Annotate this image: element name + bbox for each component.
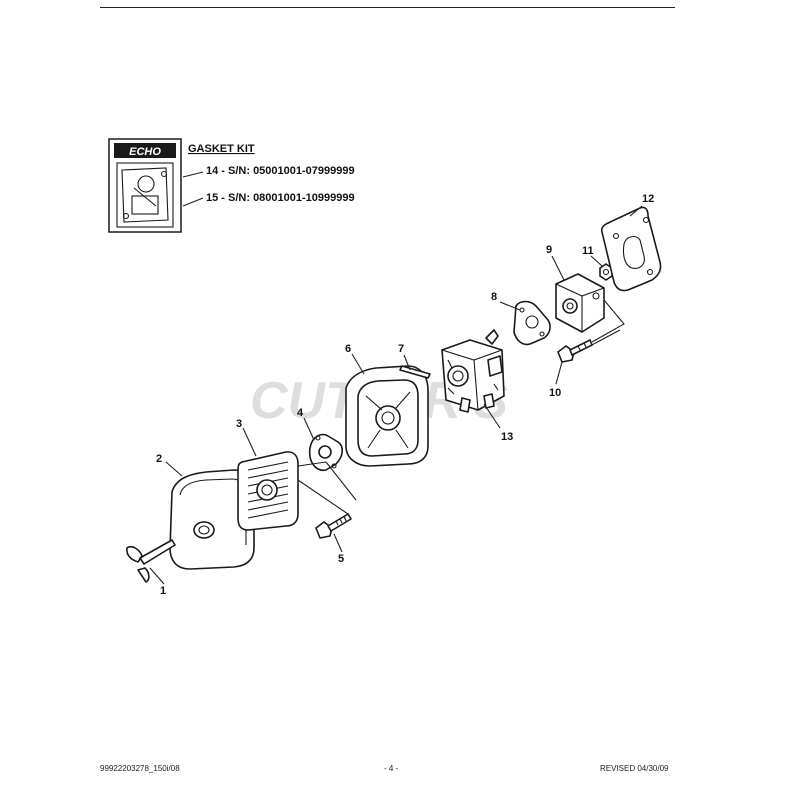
echo-logo-text: ECHO [129, 146, 161, 158]
part-7-gasket [399, 365, 431, 379]
kit-line-15: 15 - S/N: 08001001-10999999 [206, 192, 355, 204]
part-2-air-cleaner-cover [169, 469, 255, 570]
part-8-gasket [513, 300, 551, 346]
part-3-filter-element [237, 451, 299, 531]
leader-lines [149, 205, 643, 585]
callout-13: 13 [501, 431, 513, 443]
part-9-insulator [555, 273, 605, 333]
echo-logo [114, 143, 176, 158]
callout-9: 9 [546, 244, 552, 256]
callout-8: 8 [491, 291, 497, 303]
part-10-bolt [557, 339, 593, 363]
gasket-kit-title: GASKET KIT [188, 143, 255, 155]
top-rule [100, 7, 675, 8]
footer-page-number: - 4 - [384, 764, 399, 773]
callout-6: 6 [345, 343, 351, 355]
callout-3: 3 [236, 418, 242, 430]
part-1-wing-bolt [126, 539, 176, 583]
gasket-sketch-icon [116, 162, 174, 228]
part-12-gasket [600, 206, 662, 292]
callout-5: 5 [338, 553, 344, 565]
kit-line-14: 14 - S/N: 05001001-07999999 [206, 165, 355, 177]
part-5-bolt [315, 513, 352, 539]
callout-4: 4 [297, 407, 304, 419]
callout-12: 12 [642, 193, 654, 205]
callout-7: 7 [398, 343, 404, 355]
part-4-plate [308, 433, 344, 472]
callout-1: 1 [160, 585, 166, 597]
footer-doc-number: 99922203278_150i/08 [100, 764, 180, 773]
part-13-carburetor [441, 329, 505, 413]
part-6-air-cleaner-case [345, 365, 429, 467]
footer-revised-date: REVISED 04/30/09 [600, 764, 669, 773]
callout-2: 2 [156, 453, 162, 465]
gasket-kit: ECHO GASKET KIT 14 - S/N: 05001001-07999… [108, 138, 355, 233]
callout-10: 10 [549, 387, 561, 399]
callout-11: 11 [582, 245, 594, 257]
